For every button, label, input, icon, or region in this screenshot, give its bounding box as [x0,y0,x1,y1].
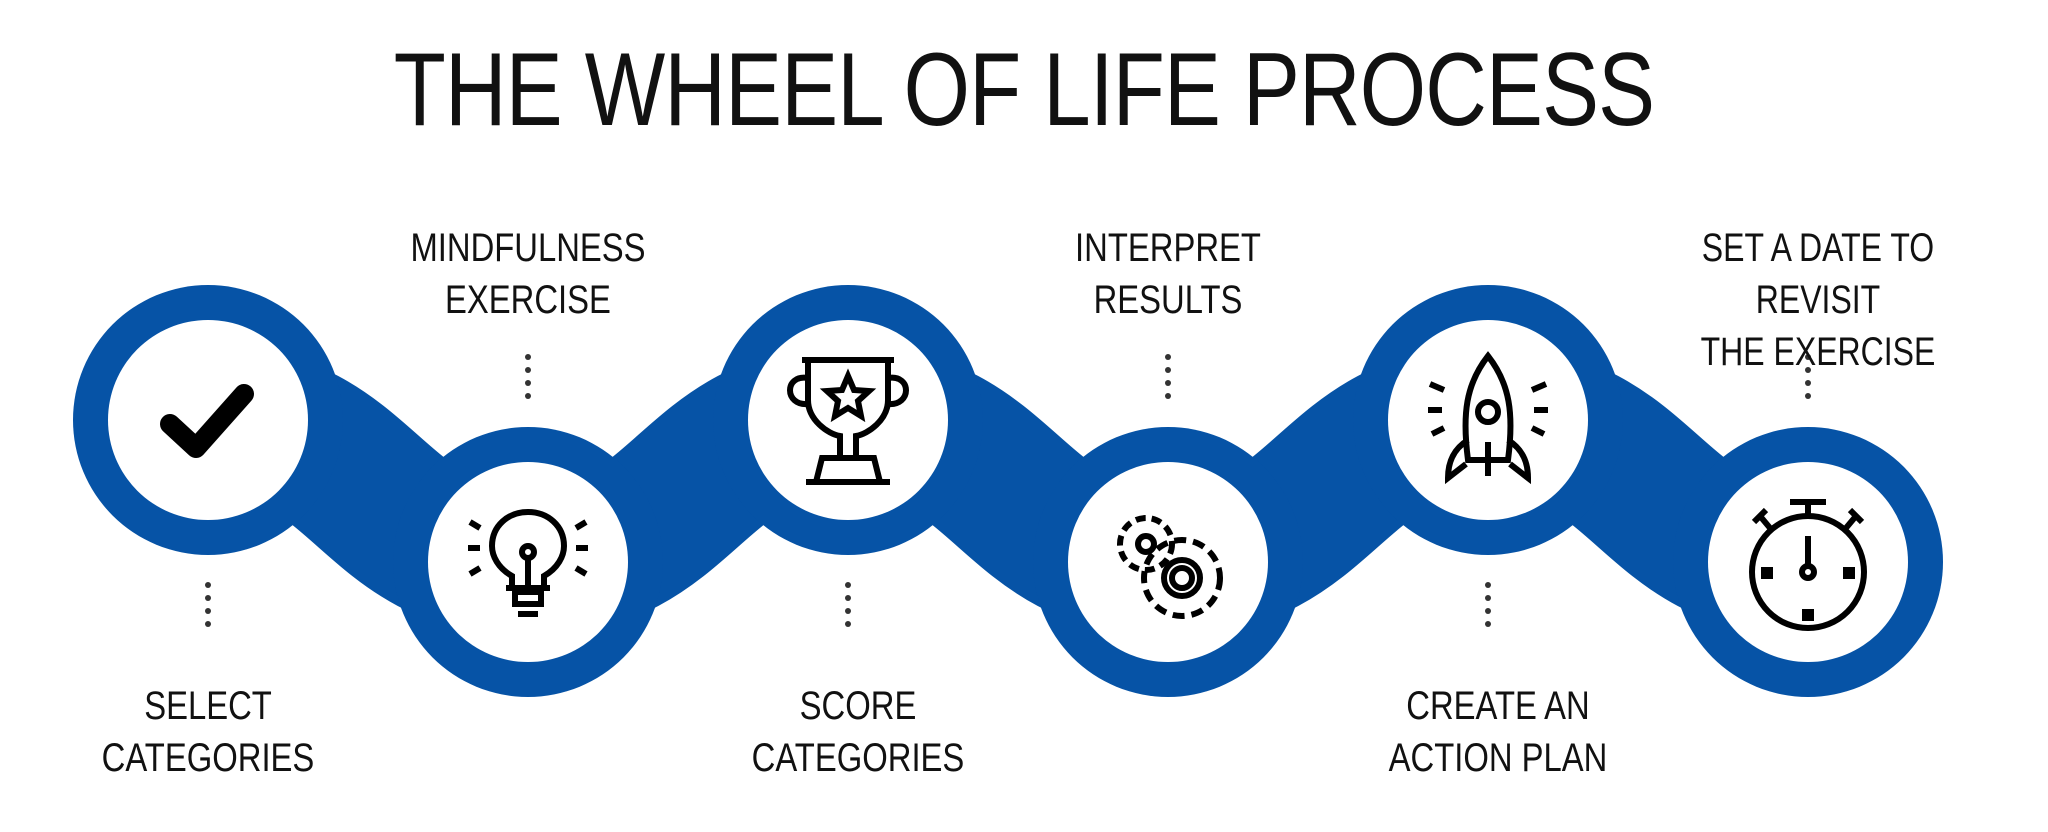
step-icons [160,351,1867,631]
connector-dot [525,393,531,399]
connector-dot [1805,393,1811,399]
connector-dot [205,621,211,627]
connector-dot [1485,621,1491,627]
connector-dot [1805,380,1811,386]
connector-dot [525,367,531,373]
connector-dot [1805,354,1811,360]
step-circle-3 [748,320,948,520]
connector-dot [845,582,851,588]
connector-dot [1165,380,1171,386]
connector-dot [1805,367,1811,373]
connector-dot [1485,595,1491,601]
rocket-icon [1428,351,1548,485]
lightbulb-icon [468,508,588,617]
connector-dot [1165,367,1171,373]
connector-dot [1485,608,1491,614]
connector-dot [1165,354,1171,360]
stopwatch-icon [1749,499,1867,631]
connector-dot [205,595,211,601]
connector-dot [1485,582,1491,588]
connector-dot [1165,393,1171,399]
connector-dot [525,354,531,360]
connector-dot [845,595,851,601]
checkmark-icon [160,384,254,458]
connector-dot [205,608,211,614]
connector-dot [525,380,531,386]
gears-icon [1117,515,1223,619]
connector-dot [845,621,851,627]
step-circles [108,320,1908,662]
connector-dot [205,582,211,588]
page-title: THE WHEEL OF LIFE PROCESS [393,32,1655,148]
connector-dot [845,608,851,614]
trophy-icon [787,357,909,485]
dotted-connectors [205,354,1811,627]
